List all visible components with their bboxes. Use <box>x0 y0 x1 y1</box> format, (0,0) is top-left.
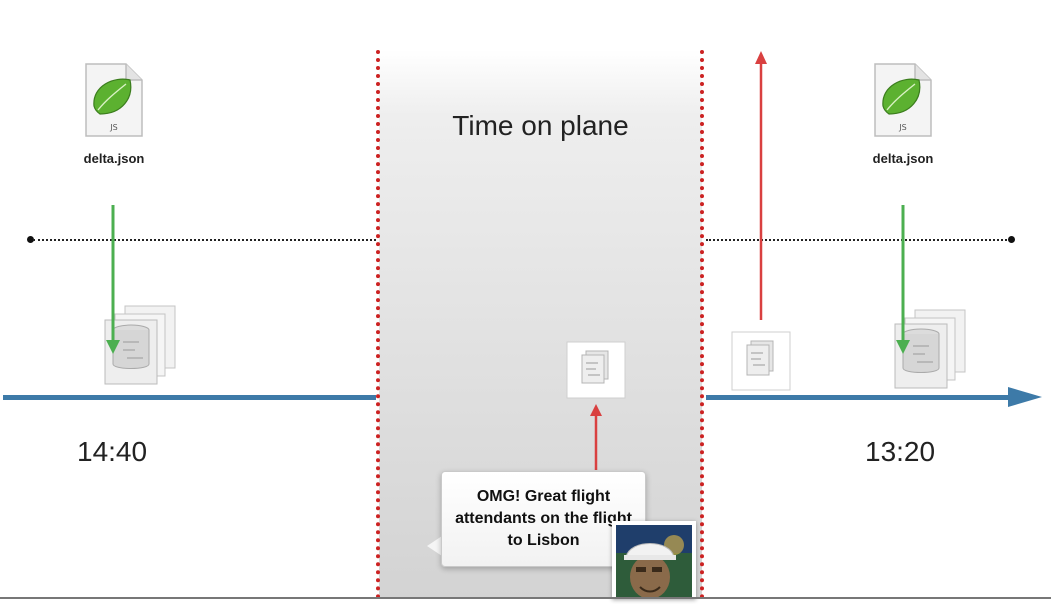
server-line-end <box>1008 236 1015 243</box>
timeline-left <box>3 395 376 400</box>
server-line-left <box>33 239 376 241</box>
timeline-arrowhead <box>1008 387 1042 407</box>
local-database-icon <box>103 302 179 391</box>
plane-start-boundary <box>376 50 380 599</box>
synced-document-icon <box>731 331 791 396</box>
tweet-bubble: OMG! Great flight attendants on the flig… <box>441 471 646 567</box>
js-badge: JS <box>109 123 117 132</box>
file-label-left: delta.json <box>83 151 145 166</box>
tweet-text: OMG! Great flight attendants on the flig… <box>455 488 632 549</box>
user-avatar <box>612 521 696 599</box>
upload-arrowhead <box>755 51 767 64</box>
plane-end-boundary <box>700 50 704 599</box>
queue-arrowhead <box>590 404 602 416</box>
js-badge: JS <box>898 123 906 132</box>
queued-document-icon <box>566 341 626 404</box>
server-line-start <box>27 236 34 243</box>
tweet-bubble-tail <box>427 536 442 556</box>
timeline-right <box>706 395 1012 400</box>
time-label-right: 13:20 <box>865 436 936 467</box>
plane-title: Time on plane <box>452 110 629 141</box>
sync-arrowhead-right <box>896 340 910 354</box>
js-file-icon: JS <box>84 62 144 143</box>
bottom-border <box>0 597 1051 599</box>
server-line-right <box>706 239 1011 241</box>
sync-arrowhead-left <box>106 340 120 354</box>
js-file-icon: JS <box>873 62 933 143</box>
time-label-left: 14:40 <box>77 436 148 467</box>
file-label-right: delta.json <box>872 151 934 166</box>
